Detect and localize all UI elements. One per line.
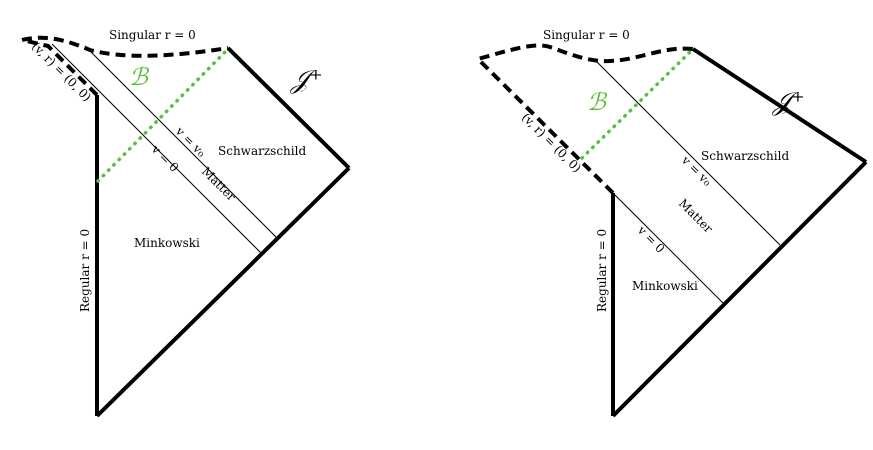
- future-null-infinity-line: [226, 46, 351, 170]
- singular-boundary: [474, 43, 694, 195]
- v-zero-label: v = 0: [634, 223, 667, 256]
- future-null-infinity-line: [691, 47, 868, 164]
- v-zero-line: [612, 192, 724, 304]
- v-v0-line: [595, 60, 781, 246]
- origin-label: (v, r) = (0, 0): [519, 110, 584, 175]
- regular-label: Regular r = 0: [595, 229, 609, 312]
- schwarzschild-label: Schwarzschild: [701, 149, 789, 163]
- singular-label: Singular r = 0: [543, 28, 630, 42]
- singular-boundary: [21, 35, 229, 97]
- singular-label: Singular r = 0: [109, 28, 196, 42]
- bounded-region-symbol: ℬ: [129, 63, 150, 91]
- minkowski-label: Minkowski: [632, 279, 698, 293]
- matter-label: Matter: [676, 196, 716, 236]
- past-null-boundary: [611, 160, 868, 418]
- minkowski-label: Minkowski: [134, 236, 200, 250]
- v-v0-line: [84, 45, 278, 239]
- scri-plus-symbol: 𝒥⁺: [289, 65, 323, 95]
- schwarzschild-label: Schwarzschild: [218, 144, 306, 158]
- bounded-region-symbol: ℬ: [587, 88, 608, 116]
- v-zero-line: [51, 43, 263, 255]
- past-null-boundary: [95, 166, 351, 418]
- matter-label: Matter: [199, 164, 239, 204]
- penrose-diagram-left: Singular r = 0 (v, r) = (0, 0) ℬ 𝒥⁺ v = …: [21, 28, 351, 418]
- regular-label: Regular r = 0: [78, 229, 92, 312]
- apparent-horizon-line: [96, 47, 230, 183]
- scri-plus-symbol: 𝒥⁺: [771, 87, 805, 117]
- v-zero-label: v = 0: [148, 142, 181, 175]
- penrose-diagram-right: Singular r = 0 (v, r) = (0, 0) ℬ 𝒥⁺ v = …: [474, 28, 868, 418]
- v0-label: v = v₀: [172, 124, 208, 160]
- apparent-horizon-line: [580, 49, 693, 160]
